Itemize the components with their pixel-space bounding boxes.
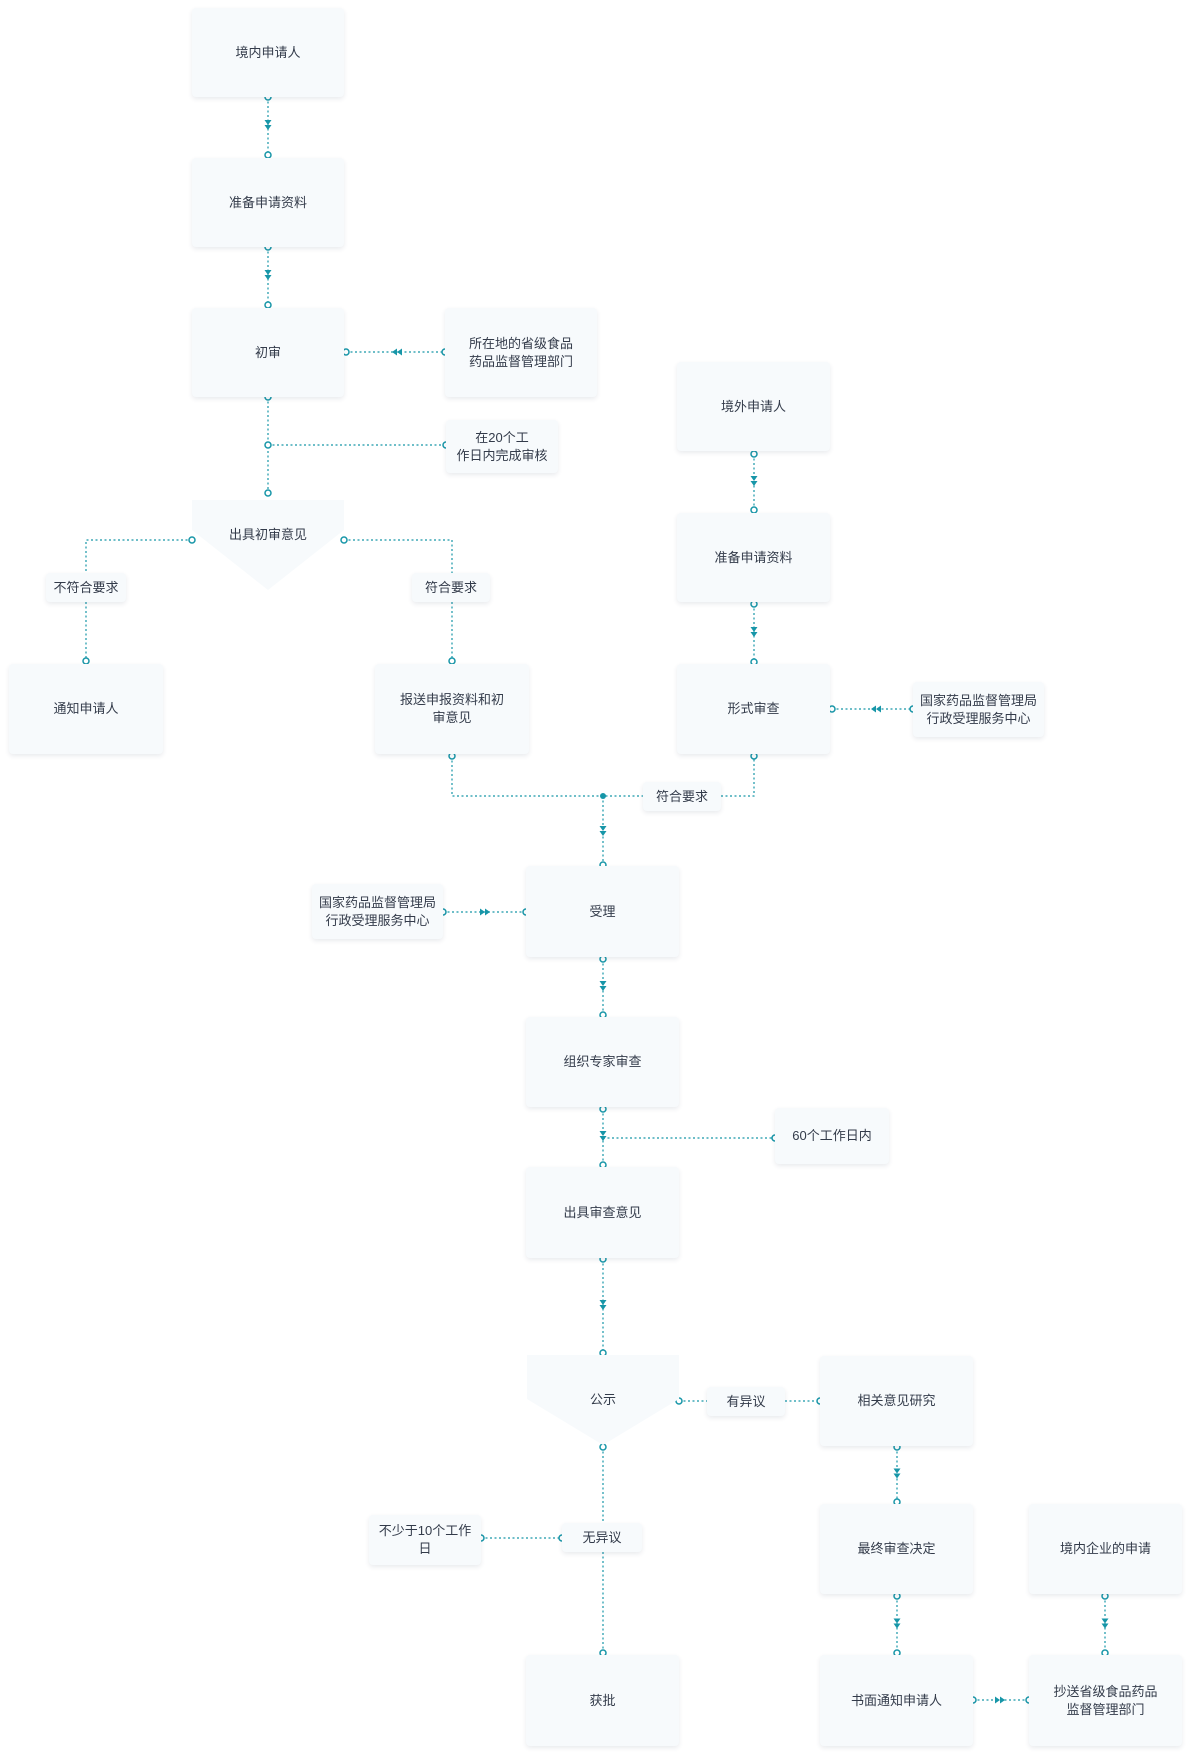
node-approved[interactable]: 获批 xyxy=(526,1655,679,1746)
decision-preliminary-opinion[interactable]: 出具初审意见 xyxy=(192,500,344,590)
arrow-down-63 xyxy=(599,1300,607,1310)
node-expert-review[interactable]: 组织专家审查 xyxy=(526,1017,679,1107)
node-prepare-materials-domestic[interactable]: 准备申请资料 xyxy=(192,158,344,247)
arrow-down-7 xyxy=(264,270,272,280)
label-review-within-20-days: 在20个工 作日内完成审核 xyxy=(446,420,558,473)
arrow-right-49 xyxy=(480,908,490,916)
arrow-down-78 xyxy=(893,1468,901,1479)
decision-publicity[interactable]: 公示 xyxy=(527,1355,679,1445)
node-formal-review[interactable]: 形式审查 xyxy=(677,664,830,754)
node-national-center-acceptance[interactable]: 国家药品监督管理局 行政受理服务中心 xyxy=(312,884,443,939)
arrow-left-11 xyxy=(392,348,402,356)
node-acceptance[interactable]: 受理 xyxy=(526,866,679,957)
connector-line-38 xyxy=(451,756,643,797)
node-min-10-work-days[interactable]: 不少于10个工作日 xyxy=(369,1515,481,1565)
node-opinion-research[interactable]: 相关意见研究 xyxy=(820,1356,973,1446)
label-has-objection: 有异议 xyxy=(707,1387,785,1416)
decision-publicity-shape xyxy=(527,1355,679,1445)
connector-port-23 xyxy=(340,536,348,544)
connector-port-16 xyxy=(264,441,272,449)
arrow-down-53 xyxy=(599,981,607,991)
connector-port-27 xyxy=(750,450,758,458)
decision-preliminary-opinion-label: 出具初审意见 xyxy=(228,527,307,542)
arrow-down-29 xyxy=(750,476,758,486)
node-preliminary-review[interactable]: 初审 xyxy=(192,308,344,397)
label-meet-requirements-1: 符合要求 xyxy=(412,573,490,602)
label-meet-requirements-2: 符合要求 xyxy=(643,782,721,811)
connector-port-19 xyxy=(188,536,196,544)
node-provincial-department[interactable]: 所在地的省级食品 药品监督管理部门 xyxy=(445,308,597,397)
connector-port-14 xyxy=(264,489,272,497)
arrow-down-86 xyxy=(1101,1618,1109,1629)
arrow-down-45 xyxy=(599,826,607,836)
decision-publicity-label: 公示 xyxy=(589,1392,616,1407)
arrow-down-82 xyxy=(893,1618,901,1629)
label-no-objection: 无异议 xyxy=(562,1523,642,1552)
node-national-center-formal[interactable]: 国家药品监督管理局 行政受理服务中心 xyxy=(913,682,1044,737)
connector-line-18 xyxy=(85,539,192,573)
node-foreign-applicant[interactable]: 境外申请人 xyxy=(677,362,830,451)
node-final-decision[interactable]: 最终审查决定 xyxy=(820,1504,973,1594)
arrow-down-57 xyxy=(599,1131,607,1141)
node-submit-materials[interactable]: 报送申报资料和初 审意见 xyxy=(375,664,529,754)
label-within-60-days: 60个工作日内 xyxy=(775,1108,889,1164)
arrow-right-90 xyxy=(995,1696,1005,1704)
node-review-opinion[interactable]: 出具审查意见 xyxy=(526,1167,679,1258)
node-domestic-applicant[interactable]: 境内申请人 xyxy=(192,8,344,97)
decision-preliminary-opinion-shape xyxy=(192,500,344,590)
node-notify-applicant[interactable]: 通知申请人 xyxy=(9,664,163,754)
arrow-down-33 xyxy=(750,627,758,637)
node-prepare-materials-foreign[interactable]: 准备申请资料 xyxy=(677,513,830,602)
connector-line-40 xyxy=(721,756,755,797)
node-domestic-enterprise-application[interactable]: 境内企业的申请 xyxy=(1029,1504,1182,1594)
arrow-left-37 xyxy=(871,705,881,713)
arrow-down-3 xyxy=(264,120,272,130)
connector-line-22 xyxy=(344,539,453,573)
label-not-meet-requirements: 不符合要求 xyxy=(46,573,126,602)
node-copy-provincial[interactable]: 抄送省级食品药品 监督管理部门 xyxy=(1029,1655,1182,1746)
node-written-notice[interactable]: 书面通知申请人 xyxy=(820,1655,973,1746)
